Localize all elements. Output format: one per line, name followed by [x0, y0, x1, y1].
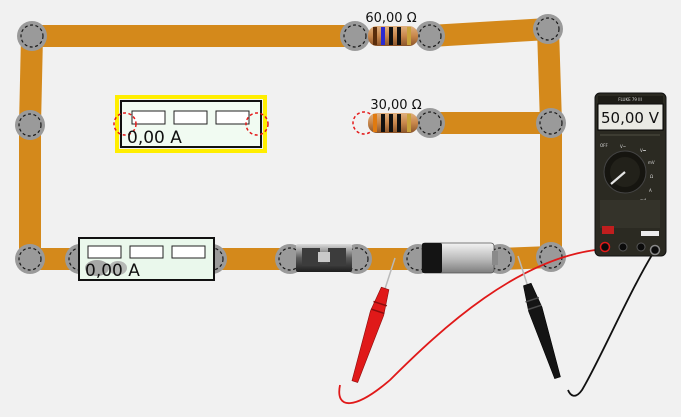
red-lead-wire[interactable]	[338, 248, 606, 405]
junction-node[interactable]	[415, 108, 445, 138]
resistor-band	[389, 114, 393, 132]
dial-label: mV	[648, 160, 655, 165]
wire[interactable]	[537, 28, 562, 124]
ammeter-reading: 0,00 A	[127, 128, 182, 148]
jack-a[interactable]	[636, 242, 646, 252]
black-probe[interactable]	[511, 254, 564, 380]
junction-node[interactable]	[415, 21, 445, 51]
junction-blob	[85, 260, 109, 276]
endpoint-marker[interactable]	[245, 112, 269, 136]
probe-leads	[338, 248, 656, 405]
resistor-band	[407, 114, 411, 132]
junction-node[interactable]	[533, 14, 563, 44]
selection-highlight	[115, 95, 267, 153]
resistor-band	[407, 27, 411, 45]
resistor-30[interactable]: 30,00 Ω	[352, 98, 422, 135]
jack-com[interactable]	[649, 244, 661, 256]
resistor-label: 60,00 Ω	[365, 11, 416, 26]
multimeter-brand: FLUKE 79 III	[618, 97, 642, 102]
dial-label: Ω	[650, 174, 653, 179]
resistor-band	[373, 27, 377, 45]
resistor-band	[397, 27, 401, 45]
battery[interactable]	[421, 242, 498, 274]
junctions	[15, 14, 566, 274]
black-lead-wire[interactable]	[567, 249, 656, 397]
resistor-band	[389, 27, 393, 45]
dial-label: A	[649, 188, 652, 193]
red-probe[interactable]	[348, 256, 401, 384]
junction-blob	[109, 261, 127, 275]
multimeter-display: 50,00 V	[601, 109, 660, 127]
ammeter-reading: 0,00 A	[85, 261, 140, 281]
dial-pointer	[610, 171, 626, 185]
multimeter-display-frame	[597, 103, 664, 131]
multimeter[interactable]: FLUKE 79 III 50,00 V OFF V~ V⎓ mV Ω A mA	[594, 92, 667, 257]
dial-off-label: OFF	[600, 143, 608, 148]
wire[interactable]	[429, 18, 549, 47]
dial-label: V~	[620, 144, 626, 149]
junction-node[interactable]	[15, 110, 45, 140]
resistor-band	[381, 27, 385, 45]
ammeter-top[interactable]: 0,00 A	[113, 95, 269, 153]
endpoint-marker[interactable]	[113, 112, 137, 136]
resistor-band	[373, 114, 377, 132]
jack-ma[interactable]	[618, 242, 628, 252]
wires	[19, 18, 562, 270]
junction-node[interactable]	[15, 244, 45, 274]
junction-node[interactable]	[340, 21, 370, 51]
resistor-band	[397, 114, 401, 132]
resistor-band	[381, 114, 385, 132]
resistor-label: 30,00 Ω	[370, 98, 421, 113]
dial-label: V⎓	[640, 148, 647, 153]
switch[interactable]	[296, 244, 352, 272]
jack-voltage[interactable]	[599, 241, 611, 253]
ammeter-bottom[interactable]: 0,00 A	[78, 237, 215, 281]
junction-node[interactable]	[536, 108, 566, 138]
resistor-60[interactable]: 60,00 Ω	[365, 11, 418, 46]
junction-node[interactable]	[17, 21, 47, 51]
